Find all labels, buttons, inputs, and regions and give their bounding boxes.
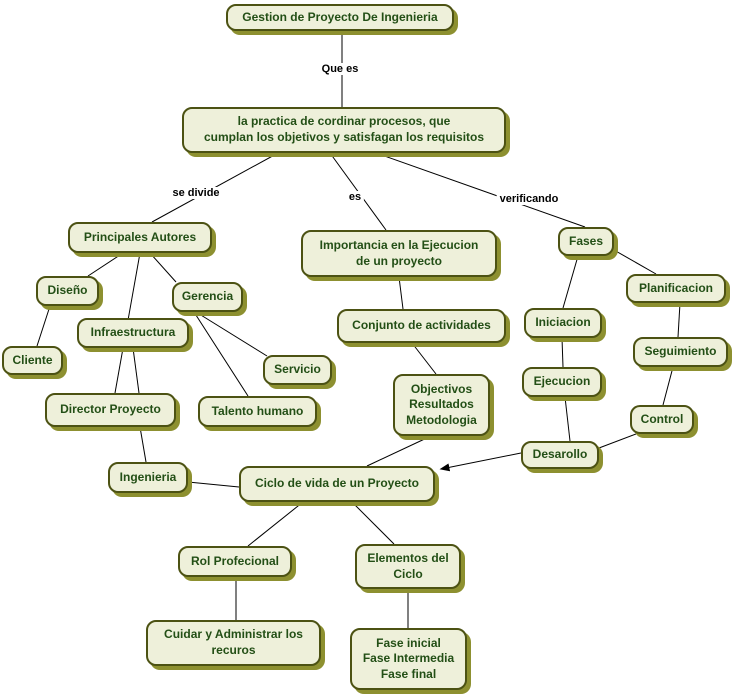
edge-director-ingenieria [139, 426, 147, 463]
node-ciclo-de-vida[interactable]: Ciclo de vida de un Proyecto [239, 466, 435, 502]
edge-conjunto-objectivos [411, 342, 437, 375]
node-iniciacion[interactable]: Iniciacion [524, 308, 602, 338]
node-gerencia[interactable]: Gerencia [172, 282, 243, 312]
node-ingenieria[interactable]: Ingenieria [108, 462, 188, 493]
edge-infraestructura-director [132, 347, 140, 394]
node-servicio[interactable]: Servicio [263, 355, 332, 385]
edge-iniciacion-ejecucion [561, 337, 564, 368]
edge-label-es[interactable]: es [345, 191, 365, 203]
edge-seguimiento-control [662, 366, 674, 406]
node-cuidar-administrar[interactable]: Cuidar y Administrar los recuros [146, 620, 321, 666]
node-cliente[interactable]: Cliente [2, 346, 63, 375]
edge-ciclo-elementos [351, 501, 395, 545]
edge-desarollo-ciclo-arrow [439, 452, 522, 472]
edge-control-desarollo [598, 433, 637, 449]
edge-fases-planificacion [613, 249, 657, 275]
edge-ejecucion-desarollo [564, 396, 571, 442]
node-conjunto-actividades[interactable]: Conjunto de actividades [337, 309, 506, 343]
node-practica-definicion[interactable]: la practica de cordinar procesos, que cu… [182, 107, 506, 153]
edge-diseno-cliente [36, 305, 51, 347]
edge-gerencia-talento [193, 311, 249, 397]
node-planificacion[interactable]: Planificacion [626, 274, 726, 303]
node-fases[interactable]: Fases [558, 227, 614, 256]
node-ejecucion[interactable]: Ejecucion [522, 367, 602, 397]
edge-label-verificando[interactable]: verificando [496, 193, 562, 205]
edge-practica-fases [375, 152, 586, 228]
node-talento-humano[interactable]: Talento humano [198, 396, 317, 427]
edge-objectivos-ciclo [366, 435, 432, 467]
node-principales-autores[interactable]: Principales Autores [68, 222, 212, 253]
edge-ingenieria-ciclo [187, 481, 240, 488]
node-infraestructura[interactable]: Infraestructura [77, 318, 189, 348]
node-diseno[interactable]: Diseño [36, 276, 99, 306]
node-control[interactable]: Control [630, 405, 694, 434]
node-director-proyecto[interactable]: Director Proyecto [45, 393, 176, 427]
edge-gerencia-servicio [195, 311, 268, 357]
node-gestion-de-proyecto[interactable]: Gestion de Proyecto De Ingenieria [226, 4, 454, 31]
edge-importancia-conjunto [398, 276, 404, 310]
node-objectivos-resultados[interactable]: Objectivos Resultados Metodologia [393, 374, 490, 436]
edge-planificacion-seguimiento [677, 302, 681, 338]
node-desarollo[interactable]: Desarollo [521, 441, 599, 469]
edge-fases-iniciacion [562, 255, 579, 309]
node-elementos-ciclo[interactable]: Elementos del Ciclo [355, 544, 461, 589]
node-importancia-ejecucion[interactable]: Importancia en la Ejecucion de un proyec… [301, 230, 497, 277]
node-rol-profecional[interactable]: Rol Profecional [178, 546, 292, 577]
edge-principales-gerencia [149, 252, 177, 283]
edge-label-que-es[interactable]: Que es [318, 63, 362, 75]
node-fases-del-ciclo[interactable]: Fase inicial Fase Intermedia Fase final [350, 628, 467, 690]
edge-ciclo-rol [247, 501, 304, 547]
edge-label-se-divide[interactable]: se divide [169, 187, 223, 199]
node-seguimiento[interactable]: Seguimiento [633, 337, 728, 367]
edge-principales-diseno [87, 252, 124, 277]
